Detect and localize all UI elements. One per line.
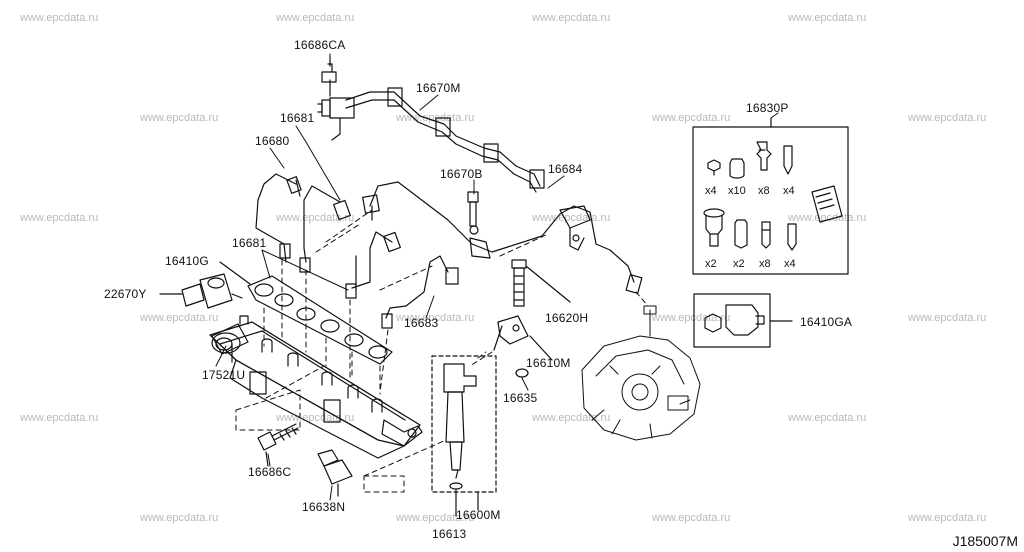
return-hose xyxy=(317,55,545,193)
sensor-box xyxy=(693,293,793,348)
label-16681-top[interactable]: 16681 xyxy=(280,111,315,125)
bolt-16620h xyxy=(511,259,571,307)
watermark-text: www.epcdata.ru xyxy=(20,12,99,24)
watermark-text: www.epcdata.ru xyxy=(20,412,99,424)
watermark-text: www.epcdata.ru xyxy=(276,212,355,224)
label-16680[interactable]: 16680 xyxy=(255,134,290,148)
kit-qty: x2 xyxy=(733,258,745,270)
kit-needle-icon xyxy=(787,223,797,251)
kit-qty: x4 xyxy=(783,185,795,197)
washer-16613 xyxy=(449,482,463,490)
sensor-plug-icon xyxy=(704,313,722,333)
injector-clamp xyxy=(493,315,553,361)
kit-qty: x10 xyxy=(728,185,746,197)
label-16830p[interactable]: 16830P xyxy=(746,101,789,115)
sensor-body-icon xyxy=(725,304,759,336)
kit-nut-icon xyxy=(707,159,721,176)
watermark-text: www.epcdata.ru xyxy=(652,512,731,524)
kit-leaflet-icon xyxy=(811,185,843,223)
seal-kit-box xyxy=(692,117,849,275)
kit-qty: x2 xyxy=(705,258,717,270)
rail-outlets xyxy=(261,338,383,413)
label-16610m[interactable]: 16610M xyxy=(526,356,571,370)
fuel-rail xyxy=(209,321,423,459)
watermark-text: www.epcdata.ru xyxy=(908,112,987,124)
label-16635[interactable]: 16635 xyxy=(503,391,538,405)
label-16600m[interactable]: 16600M xyxy=(456,508,501,522)
gasket-plate xyxy=(219,261,393,365)
kit-pin-icon xyxy=(783,145,793,175)
diagram-id: J185007M xyxy=(952,533,1018,549)
kit-qty: x8 xyxy=(759,258,771,270)
label-16670m[interactable]: 16670M xyxy=(416,81,461,95)
label-16683[interactable]: 16683 xyxy=(404,316,439,330)
label-16681-mid[interactable]: 16681 xyxy=(232,236,267,250)
label-16670b[interactable]: 16670B xyxy=(440,167,483,181)
watermark-text: www.epcdata.ru xyxy=(396,112,475,124)
watermark-text: www.epcdata.ru xyxy=(140,512,219,524)
watermark-text: www.epcdata.ru xyxy=(396,512,475,524)
watermark-text: www.epcdata.ru xyxy=(788,212,867,224)
watermark-text: www.epcdata.ru xyxy=(652,112,731,124)
reference-lines xyxy=(235,209,649,493)
watermark-text: www.epcdata.ru xyxy=(788,412,867,424)
label-16684[interactable]: 16684 xyxy=(548,162,583,176)
watermark-text: www.epcdata.ru xyxy=(276,12,355,24)
label-16410ga[interactable]: 16410GA xyxy=(800,315,853,329)
label-16686ca[interactable]: 16686CA xyxy=(294,38,346,52)
label-16613[interactable]: 16613 xyxy=(432,527,467,541)
watermark-text: www.epcdata.ru xyxy=(788,12,867,24)
watermark-text: www.epcdata.ru xyxy=(396,312,475,324)
injector xyxy=(431,355,497,517)
bolt-16670b xyxy=(467,191,479,235)
watermark-text: www.epcdata.ru xyxy=(532,12,611,24)
temperature-sensor xyxy=(317,449,353,497)
watermark-text: www.epcdata.ru xyxy=(908,312,987,324)
fuel-pipes xyxy=(255,173,643,329)
kit-washer-stack-icon xyxy=(761,221,771,249)
rail-pressure-sensor xyxy=(159,273,243,309)
kit-grommet-icon xyxy=(703,208,725,247)
label-16410g[interactable]: 16410G xyxy=(165,254,209,268)
watermark-text: www.epcdata.ru xyxy=(908,512,987,524)
watermark-text: www.epcdata.ru xyxy=(140,312,219,324)
label-16620h[interactable]: 16620H xyxy=(545,311,589,325)
label-16638n[interactable]: 16638N xyxy=(302,500,346,514)
label-16686c[interactable]: 16686C xyxy=(248,465,292,479)
kit-collar-icon xyxy=(729,158,745,179)
fuel-pump xyxy=(581,305,701,441)
pressure-limiter xyxy=(211,315,249,363)
watermark-text: www.epcdata.ru xyxy=(140,112,219,124)
kit-qty: x4 xyxy=(705,185,717,197)
label-17521u[interactable]: 17521U xyxy=(202,368,246,382)
kit-qty: x8 xyxy=(758,185,770,197)
kit-qty: x4 xyxy=(784,258,796,270)
o-ring-16635 xyxy=(515,368,529,378)
label-22670y[interactable]: 22670Y xyxy=(104,287,147,301)
leader-lines xyxy=(215,53,779,501)
kit-clip-icon xyxy=(756,141,772,171)
watermark-text: www.epcdata.ru xyxy=(20,212,99,224)
kit-seal-icon xyxy=(734,219,748,249)
